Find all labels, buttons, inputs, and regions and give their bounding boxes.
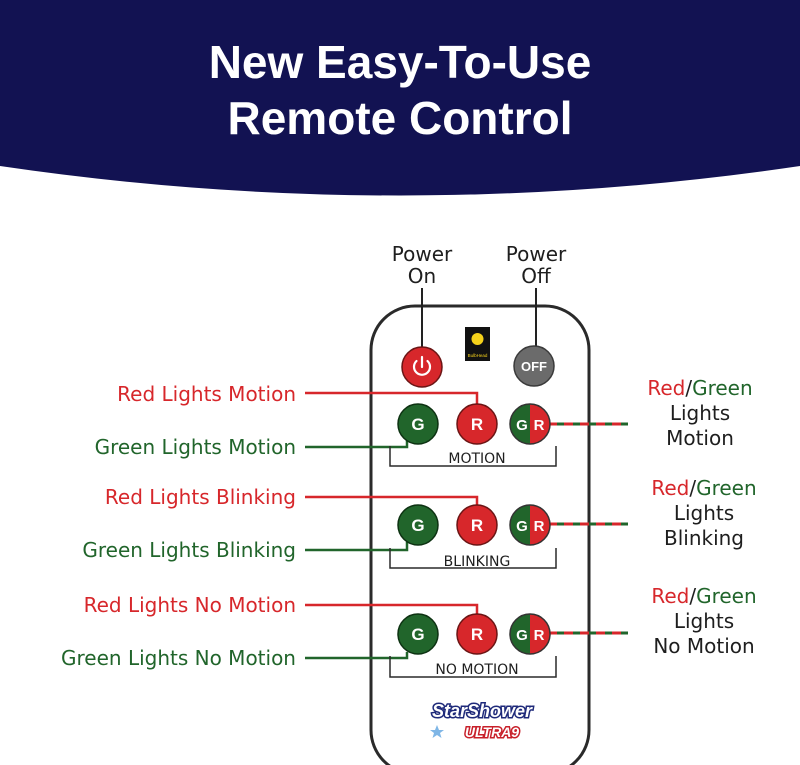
blinking-section-label: BLINKING <box>444 554 511 570</box>
page-title-line1: New Easy-To-Use <box>208 36 592 88</box>
red-lights-motion-label: Red Lights Motion <box>117 382 296 406</box>
svg-text:G: G <box>411 415 424 434</box>
brand-line2: ULTRA9 <box>465 724 519 740</box>
svg-text:R: R <box>471 516 483 535</box>
starshower-logo: StarShower ULTRA9 <box>430 700 535 742</box>
green-no-motion-button[interactable]: G <box>397 613 439 655</box>
svg-text:R: R <box>471 415 483 434</box>
no-motion-bracket <box>389 656 557 678</box>
red-green-blinking-label: Red/Green Lights Blinking <box>651 476 757 550</box>
header-banner <box>0 0 800 196</box>
svg-text:R: R <box>534 518 545 535</box>
brand-line1: StarShower <box>432 701 533 721</box>
green-no-motion-connector <box>305 652 409 660</box>
red-lights-no-motion-label: Red Lights No Motion <box>83 593 296 617</box>
page-title: New Easy-To-Use Remote Control <box>0 34 800 146</box>
red-no-motion-connector <box>305 603 479 615</box>
green-lights-no-motion-label: Green Lights No Motion <box>61 646 296 670</box>
no-motion-section-label: NO MOTION <box>435 662 518 678</box>
red-green-motion-label: Red/Green Lights Motion <box>647 376 753 450</box>
green-blinking-connector <box>305 542 409 552</box>
green-lights-blinking-label: Green Lights Blinking <box>82 538 296 562</box>
bulb-icon <box>471 333 484 345</box>
bulbhead-logo-text: BulbHead <box>468 353 488 358</box>
motion-section-label: MOTION <box>448 451 505 467</box>
green-motion-connector <box>305 440 409 449</box>
green-blinking-button[interactable]: G <box>397 504 439 546</box>
svg-text:G: G <box>516 518 528 535</box>
power-icon <box>412 355 432 376</box>
red-green-blinking-button[interactable]: G R <box>509 504 551 546</box>
svg-text:G: G <box>411 625 424 644</box>
off-button-label: OFF <box>521 359 547 374</box>
green-lights-motion-label: Green Lights Motion <box>94 435 296 459</box>
blinking-bracket <box>389 548 557 569</box>
red-blinking-button[interactable]: R <box>456 504 498 546</box>
star-icon <box>430 725 444 738</box>
red-motion-connector <box>305 391 479 405</box>
svg-text:G: G <box>516 627 528 644</box>
red-green-no-motion-button[interactable]: G R <box>509 613 551 655</box>
red-green-no-motion-label: Red/Green Lights No Motion <box>651 584 757 658</box>
svg-text:R: R <box>534 417 545 434</box>
motion-bracket <box>389 446 557 467</box>
svg-text:R: R <box>534 627 545 644</box>
red-lights-blinking-label: Red Lights Blinking <box>104 485 296 509</box>
svg-text:R: R <box>471 625 483 644</box>
power-off-label: Power Off <box>505 242 567 288</box>
svg-text:G: G <box>516 417 528 434</box>
red-green-motion-button[interactable]: G R <box>509 403 551 445</box>
green-motion-button[interactable]: G <box>397 403 439 445</box>
page-title-line2: Remote Control <box>227 92 573 144</box>
power-off-button[interactable] <box>513 345 555 387</box>
red-no-motion-button[interactable]: R <box>456 613 498 655</box>
power-on-label: Power On <box>391 242 453 288</box>
red-motion-button[interactable]: R <box>456 403 498 445</box>
red-blinking-connector <box>305 495 479 505</box>
svg-text:G: G <box>411 516 424 535</box>
